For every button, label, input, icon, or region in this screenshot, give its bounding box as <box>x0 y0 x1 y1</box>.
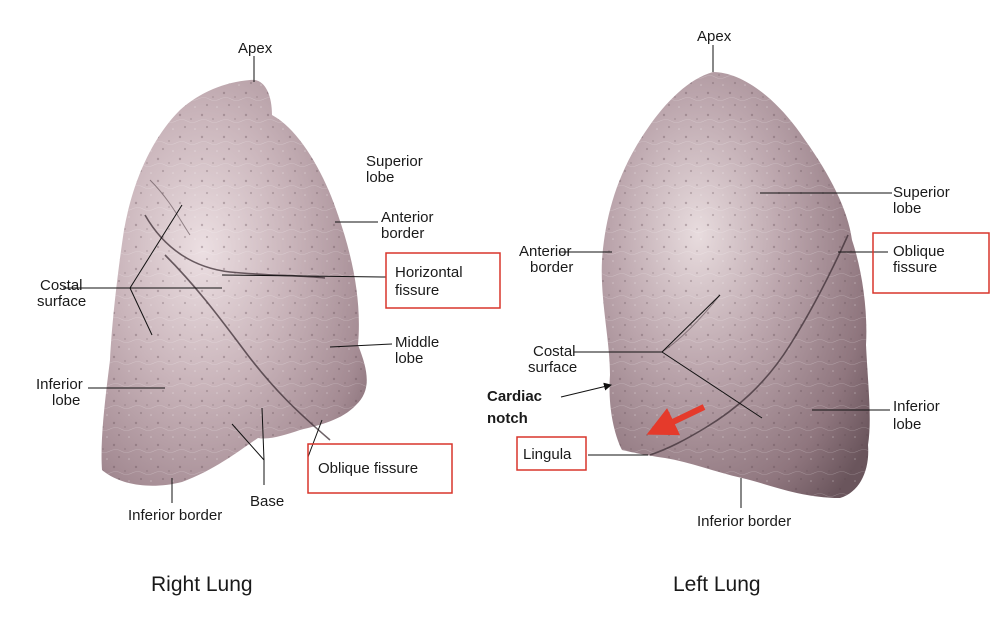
left-oblique-fissure-label: Oblique fissure <box>893 243 949 276</box>
left-superior-lobe-label: Superior lobe <box>893 184 954 217</box>
left-lingula-label: Lingula <box>523 446 572 463</box>
right-horizontal-fissure-label: Horizontal fissure <box>395 264 467 299</box>
right-horizontal-fissure-highlight-box <box>385 252 501 309</box>
left-lung <box>601 72 870 498</box>
right-inferior-lobe-label: Inferior lobe <box>36 376 87 409</box>
left-inferior-lobe-label: Inferior lobe <box>893 398 944 433</box>
right-apex-label: Apex <box>238 40 273 57</box>
right-lung <box>101 79 367 486</box>
left-apex-label: Apex <box>697 28 732 45</box>
right-oblique-fissure-line <box>164 254 331 441</box>
right-middle-lobe-label: Middle lobe <box>395 334 443 367</box>
left-oblique-fissure-line <box>649 234 849 456</box>
right-inferior-border-label: Inferior border <box>128 507 222 524</box>
right-anterior-border-label: Anterior border <box>381 209 438 242</box>
left-cardiac-notch-label: Cardiac notch <box>487 388 546 427</box>
right-costal-surface-label: Costal surface <box>37 277 87 310</box>
right-superior-lobe-label: Superior lobe <box>366 153 427 186</box>
right-oblique-fissure-label: Oblique fissure <box>318 460 418 477</box>
left-inferior-border-label: Inferior border <box>697 513 791 530</box>
right-lung-leaders <box>63 56 393 503</box>
right-oblique-fissure-highlight-box <box>307 443 453 494</box>
left-oblique-fissure-highlight-box <box>872 232 990 294</box>
right-base-label: Base <box>250 493 284 510</box>
left-costal-surface-label: Costal surface <box>528 343 580 376</box>
left-lung-caption: Left Lung <box>673 573 761 596</box>
left-lingula-highlight-box <box>516 436 587 471</box>
cardiac-notch-red-arrow <box>646 404 706 436</box>
left-anterior-border-label: Anterior border <box>519 243 576 276</box>
left-lung-leaders <box>560 45 892 508</box>
right-lung-caption: Right Lung <box>151 573 253 596</box>
